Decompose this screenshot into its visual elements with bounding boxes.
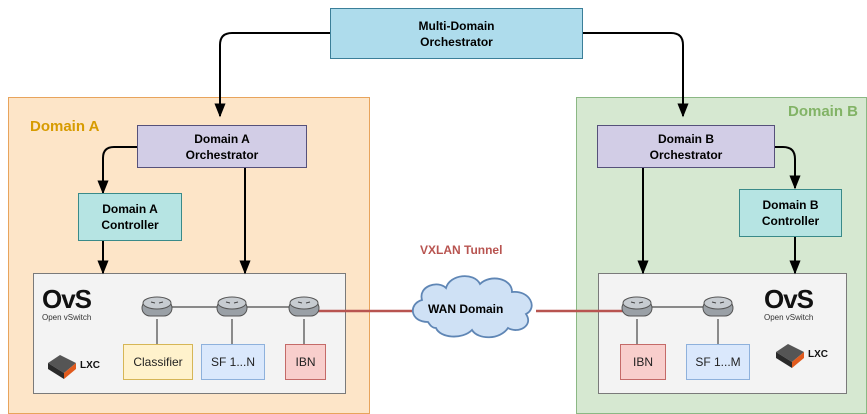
- ibn-function-b: IBN: [620, 344, 666, 380]
- router-switch-icon: [621, 295, 653, 321]
- ovs-logo-text: OvS: [42, 284, 92, 314]
- router-switch-icon: [702, 295, 734, 321]
- service-function-chain-a: SF 1...N: [201, 344, 265, 380]
- domain-b-controller: Domain B Controller: [739, 189, 842, 237]
- lxc-cube-icon: [776, 344, 804, 368]
- arrow-orch-b-to-controller-b: [775, 146, 801, 190]
- router-switch-icon: [288, 295, 320, 321]
- arrow-mdo-to-domain-a: [214, 32, 330, 118]
- lxc-logo: LXC: [772, 340, 836, 370]
- classifier-function: Classifier: [123, 344, 193, 380]
- ovs-caption: Open vSwitch: [764, 313, 814, 322]
- router-switch-icon: [216, 295, 248, 321]
- ovs-caption: Open vSwitch: [42, 313, 92, 322]
- router-switch-icon: [141, 295, 173, 321]
- lxc-logo: LXC: [44, 351, 108, 381]
- wan-domain-label: WAN Domain: [428, 302, 504, 316]
- wan-cloud-shape: [412, 275, 533, 339]
- service-function-chain-b: SF 1...M: [686, 344, 750, 380]
- ibn-function-a: IBN: [285, 344, 326, 380]
- open-vswitch-logo: OvS Open vSwitch: [764, 285, 840, 329]
- ovs-logo-text: OvS: [764, 284, 814, 314]
- open-vswitch-logo: OvS Open vSwitch: [42, 285, 118, 329]
- domain-a-controller: Domain A Controller: [78, 193, 182, 241]
- domain-b-orchestrator: Domain B Orchestrator: [597, 125, 775, 168]
- lxc-cube-icon: [48, 355, 76, 379]
- vxlan-tunnel-label: VXLAN Tunnel: [420, 243, 503, 257]
- domain-b-title: Domain B: [788, 103, 859, 120]
- arrow-mdo-to-domain-b: [583, 32, 689, 118]
- lxc-label: LXC: [808, 349, 828, 360]
- lxc-label: LXC: [80, 360, 100, 371]
- domain-a-orchestrator: Domain A Orchestrator: [137, 125, 307, 168]
- domain-a-title: Domain A: [30, 118, 100, 135]
- arrow-orch-a-to-controller-a: [97, 146, 137, 195]
- multi-domain-orchestrator: Multi-Domain Orchestrator: [330, 8, 583, 59]
